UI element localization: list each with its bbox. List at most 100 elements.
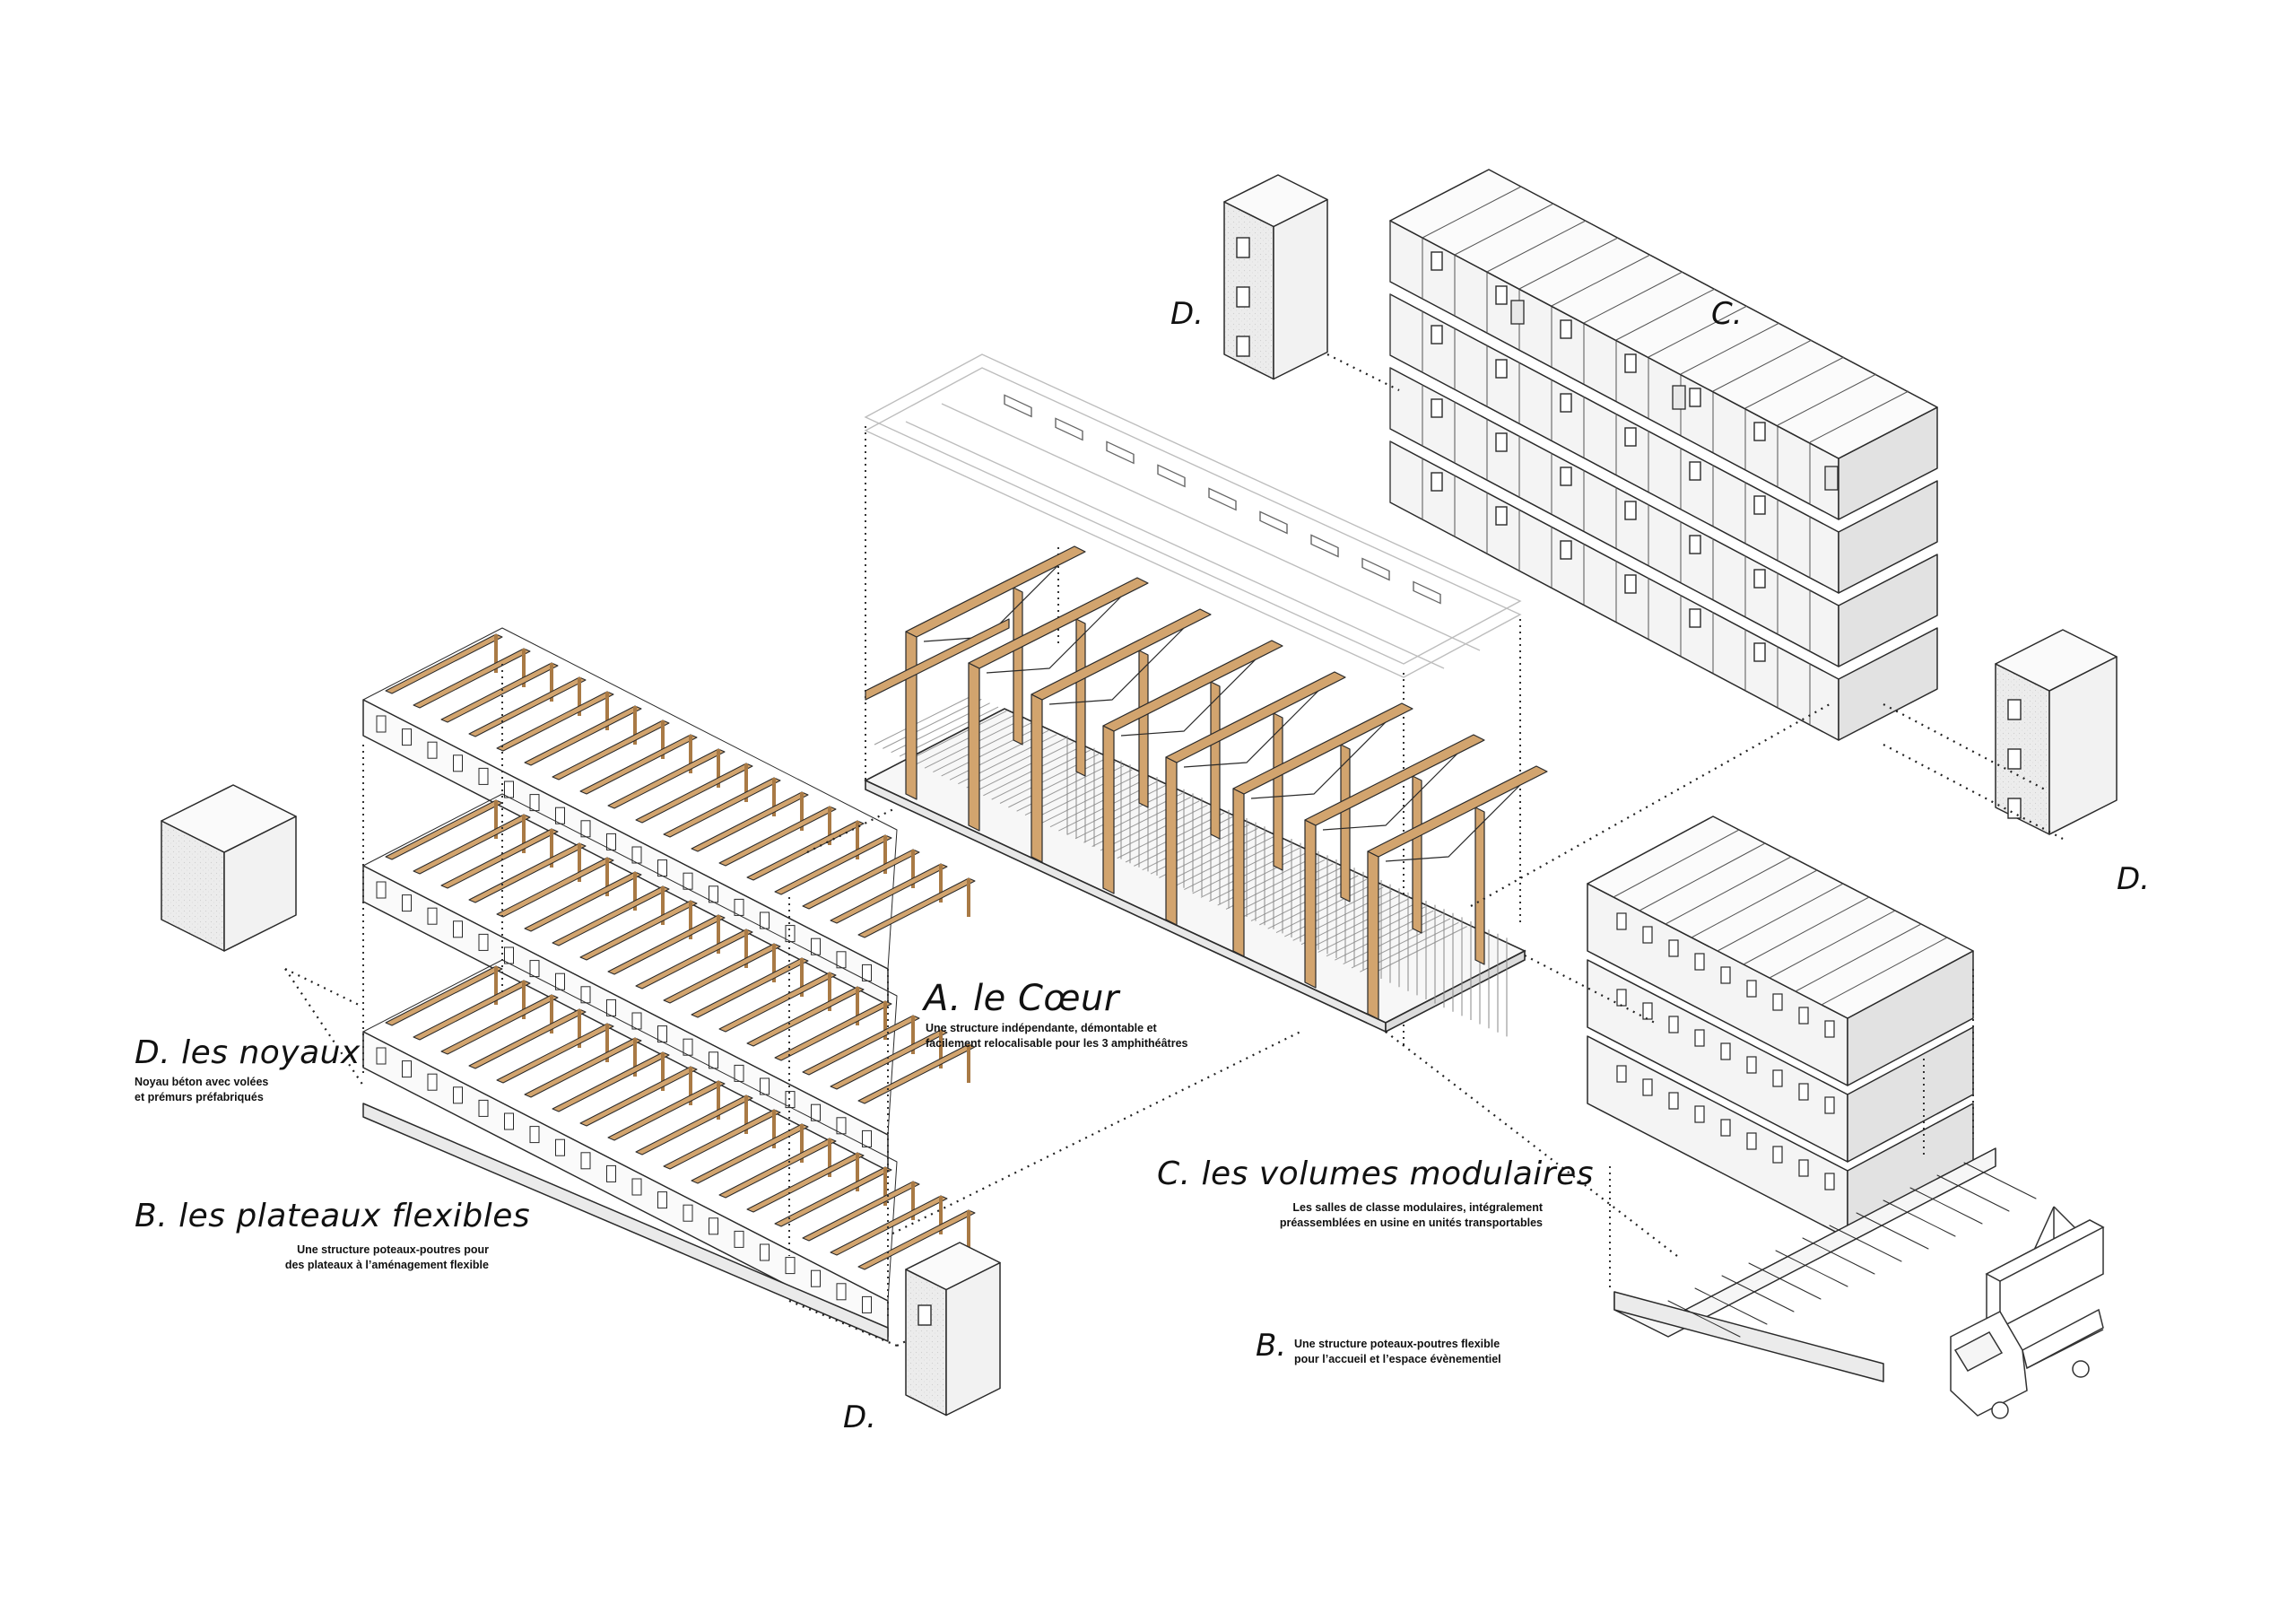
module-floor — [1389, 367, 1938, 667]
timber-joist — [774, 834, 892, 895]
opening — [402, 728, 412, 746]
timber-joist — [663, 1109, 781, 1170]
timber-joist — [746, 1152, 865, 1213]
coeur-title: A. le Cœur — [924, 978, 1119, 1019]
end-beam — [865, 618, 1010, 701]
opening — [453, 1086, 463, 1104]
skylight — [1004, 394, 1032, 418]
plateau-slab-outline — [362, 793, 898, 1136]
opening — [376, 715, 387, 733]
bottom-module-window — [1824, 1173, 1835, 1190]
seat-row — [1242, 867, 1342, 918]
skylight — [1310, 534, 1339, 558]
roof-joint — [1665, 856, 1792, 925]
module-window — [1624, 427, 1637, 447]
timber-joist — [802, 849, 920, 910]
module-window — [1624, 501, 1637, 520]
timber-beam — [968, 577, 1149, 669]
opening — [453, 754, 463, 772]
bottom-module-window — [1668, 1092, 1679, 1110]
seat-row — [1309, 898, 1409, 949]
seat-row — [916, 714, 1015, 765]
coeur-skylights — [1004, 394, 1441, 605]
skylight — [1157, 464, 1186, 488]
timber-joist — [857, 877, 976, 938]
timber-frame — [968, 577, 1149, 832]
core-window — [918, 1304, 932, 1326]
roof-joint — [1717, 883, 1844, 952]
module-floor-side — [1838, 480, 1938, 594]
timber-frame — [1102, 640, 1283, 894]
skylight — [1259, 510, 1288, 535]
timber-frame — [1165, 671, 1346, 926]
timber-joist — [718, 972, 837, 1033]
core-side — [1273, 198, 1328, 380]
core-top — [1223, 174, 1328, 228]
core-window — [1236, 336, 1250, 357]
plateau-level — [362, 627, 976, 1006]
timber-joist — [746, 986, 865, 1047]
roof-joint — [1648, 305, 1748, 358]
roof-joint — [1769, 910, 1896, 979]
skylight — [1208, 487, 1237, 511]
opening — [836, 1283, 847, 1301]
opening — [402, 1060, 412, 1078]
connection-lines — [284, 353, 2064, 1347]
bottom-module-window — [1720, 1042, 1731, 1060]
base-timber-beam — [1829, 1225, 1902, 1262]
coeur-ghost-roof — [864, 353, 1522, 678]
timber-joist — [413, 814, 531, 875]
module-window — [1495, 285, 1508, 305]
core-top — [1995, 629, 2118, 692]
timber-column — [1031, 693, 1043, 863]
seat-row — [974, 741, 1074, 792]
opening — [580, 986, 591, 1004]
timber-column — [1340, 744, 1351, 903]
timber-column — [968, 662, 980, 832]
roof-joint — [1615, 288, 1716, 341]
roof-joint — [1712, 339, 1813, 392]
timber-column — [1210, 681, 1221, 840]
truck-with-module — [1950, 1206, 2105, 1419]
opening — [657, 1025, 667, 1043]
module-roof — [1389, 169, 1938, 459]
timber-column — [1273, 712, 1283, 871]
opening — [529, 794, 540, 812]
bottom-projection — [1609, 969, 1974, 1292]
module-window — [1560, 540, 1572, 560]
module-window — [1689, 388, 1701, 407]
truss-web — [1385, 784, 1521, 862]
module-window — [1753, 422, 1766, 441]
opening — [631, 1012, 642, 1030]
module-window — [1689, 535, 1701, 554]
core-top — [905, 1242, 1001, 1291]
seat-row — [1041, 772, 1141, 824]
base-front — [1613, 1291, 1884, 1382]
roof-joint — [1422, 186, 1522, 239]
opening — [657, 859, 667, 877]
base-timber-beam — [1883, 1199, 1956, 1237]
module-window — [1431, 325, 1443, 344]
volumes-description-line-2: préassemblées en usine en unités transpo… — [1279, 1216, 1543, 1229]
timber-beam — [1031, 608, 1212, 701]
opening — [862, 1295, 872, 1313]
core-tag-right: D. — [2117, 861, 2150, 897]
opening — [683, 1038, 693, 1056]
bottom-module-window — [1616, 1065, 1627, 1083]
seat-row — [883, 698, 982, 749]
timber-joist — [746, 820, 865, 881]
base-timber-beam — [1721, 1275, 1795, 1312]
timber-joist — [857, 1209, 976, 1270]
opening — [811, 1269, 821, 1287]
roof-joint — [1795, 923, 1922, 992]
opening — [555, 972, 565, 990]
timber-joist — [552, 719, 670, 780]
timber-joist — [774, 1166, 892, 1227]
module-window — [1560, 319, 1572, 339]
timber-joist — [857, 1043, 976, 1104]
seat-row — [1343, 914, 1442, 964]
module-window — [1431, 251, 1443, 271]
seat-row — [1200, 847, 1300, 898]
base-timber-beam — [1936, 1174, 2010, 1212]
timber-frame — [1232, 702, 1413, 957]
